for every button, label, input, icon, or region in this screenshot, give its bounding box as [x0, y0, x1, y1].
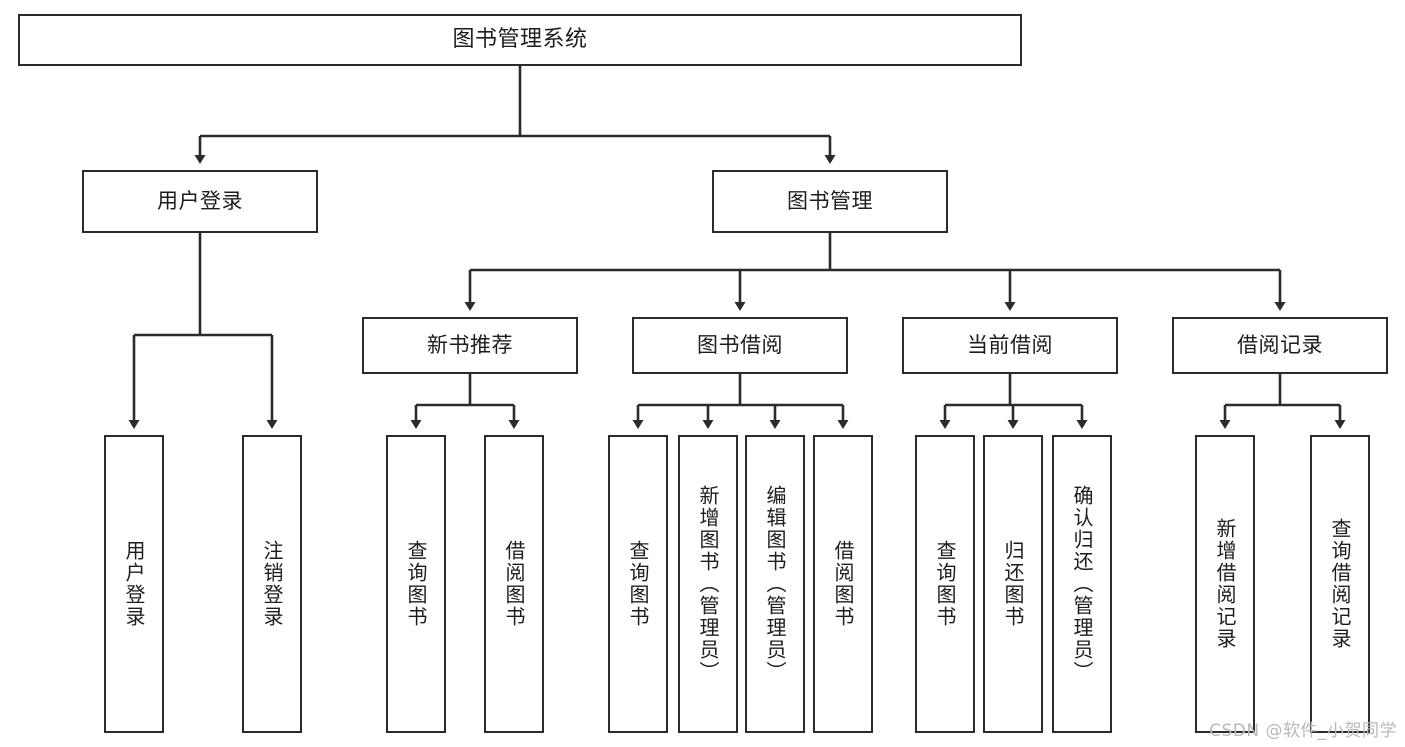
node-current-borrow-label: 当前借阅 — [967, 332, 1053, 357]
node-leaf-borrow-book-2-label: 借阅图书 — [831, 540, 855, 628]
node-leaf-return-book-label: 归还图书 — [1001, 540, 1025, 628]
node-leaf-query-book-2-label: 查询图书 — [626, 540, 650, 628]
node-leaf-query-book-1[interactable]: 查询图书 — [386, 435, 446, 733]
node-leaf-query-record[interactable]: 查询借阅记录 — [1310, 435, 1370, 733]
node-leaf-query-book-1-label: 查询图书 — [404, 540, 428, 628]
node-leaf-edit-book[interactable]: 编辑图书（管理员） — [745, 435, 805, 733]
node-book-manage-label: 图书管理 — [787, 188, 873, 213]
node-new-book-rec-label: 新书推荐 — [427, 332, 513, 357]
node-root[interactable]: 图书管理系统 — [18, 14, 1022, 66]
node-leaf-borrow-book-1[interactable]: 借阅图书 — [484, 435, 544, 733]
node-leaf-add-record[interactable]: 新增借阅记录 — [1195, 435, 1255, 733]
node-leaf-query-book-3-label: 查询图书 — [933, 540, 957, 628]
node-leaf-add-record-label: 新增借阅记录 — [1213, 518, 1237, 650]
node-leaf-query-book-3[interactable]: 查询图书 — [915, 435, 975, 733]
node-leaf-return-book[interactable]: 归还图书 — [983, 435, 1043, 733]
node-leaf-add-book-label: 新增图书（管理员） — [696, 485, 720, 683]
node-book-borrow-label: 图书借阅 — [697, 332, 783, 357]
node-borrow-record[interactable]: 借阅记录 — [1172, 317, 1388, 374]
node-leaf-user-login[interactable]: 用户登录 — [104, 435, 164, 733]
node-leaf-user-logout-label: 注销登录 — [260, 540, 284, 628]
node-leaf-user-logout[interactable]: 注销登录 — [242, 435, 302, 733]
node-current-borrow[interactable]: 当前借阅 — [902, 317, 1118, 374]
node-leaf-confirm-return-label: 确认归还（管理员） — [1070, 485, 1094, 683]
node-borrow-record-label: 借阅记录 — [1237, 332, 1323, 357]
node-root-label: 图书管理系统 — [452, 26, 588, 52]
node-leaf-borrow-book-2[interactable]: 借阅图书 — [813, 435, 873, 733]
node-user-login-label: 用户登录 — [157, 188, 243, 213]
node-new-book-rec[interactable]: 新书推荐 — [362, 317, 578, 374]
node-leaf-edit-book-label: 编辑图书（管理员） — [763, 485, 787, 683]
node-user-login[interactable]: 用户登录 — [82, 170, 318, 233]
csdn-watermark: CSDN @软件_小贺同学 — [1209, 721, 1397, 741]
node-leaf-query-book-2[interactable]: 查询图书 — [608, 435, 668, 733]
node-leaf-user-login-label: 用户登录 — [122, 540, 146, 628]
node-leaf-confirm-return[interactable]: 确认归还（管理员） — [1052, 435, 1112, 733]
node-book-manage[interactable]: 图书管理 — [712, 170, 948, 233]
node-leaf-add-book[interactable]: 新增图书（管理员） — [678, 435, 738, 733]
node-leaf-query-record-label: 查询借阅记录 — [1328, 518, 1352, 650]
node-leaf-borrow-book-1-label: 借阅图书 — [502, 540, 526, 628]
node-book-borrow[interactable]: 图书借阅 — [632, 317, 848, 374]
